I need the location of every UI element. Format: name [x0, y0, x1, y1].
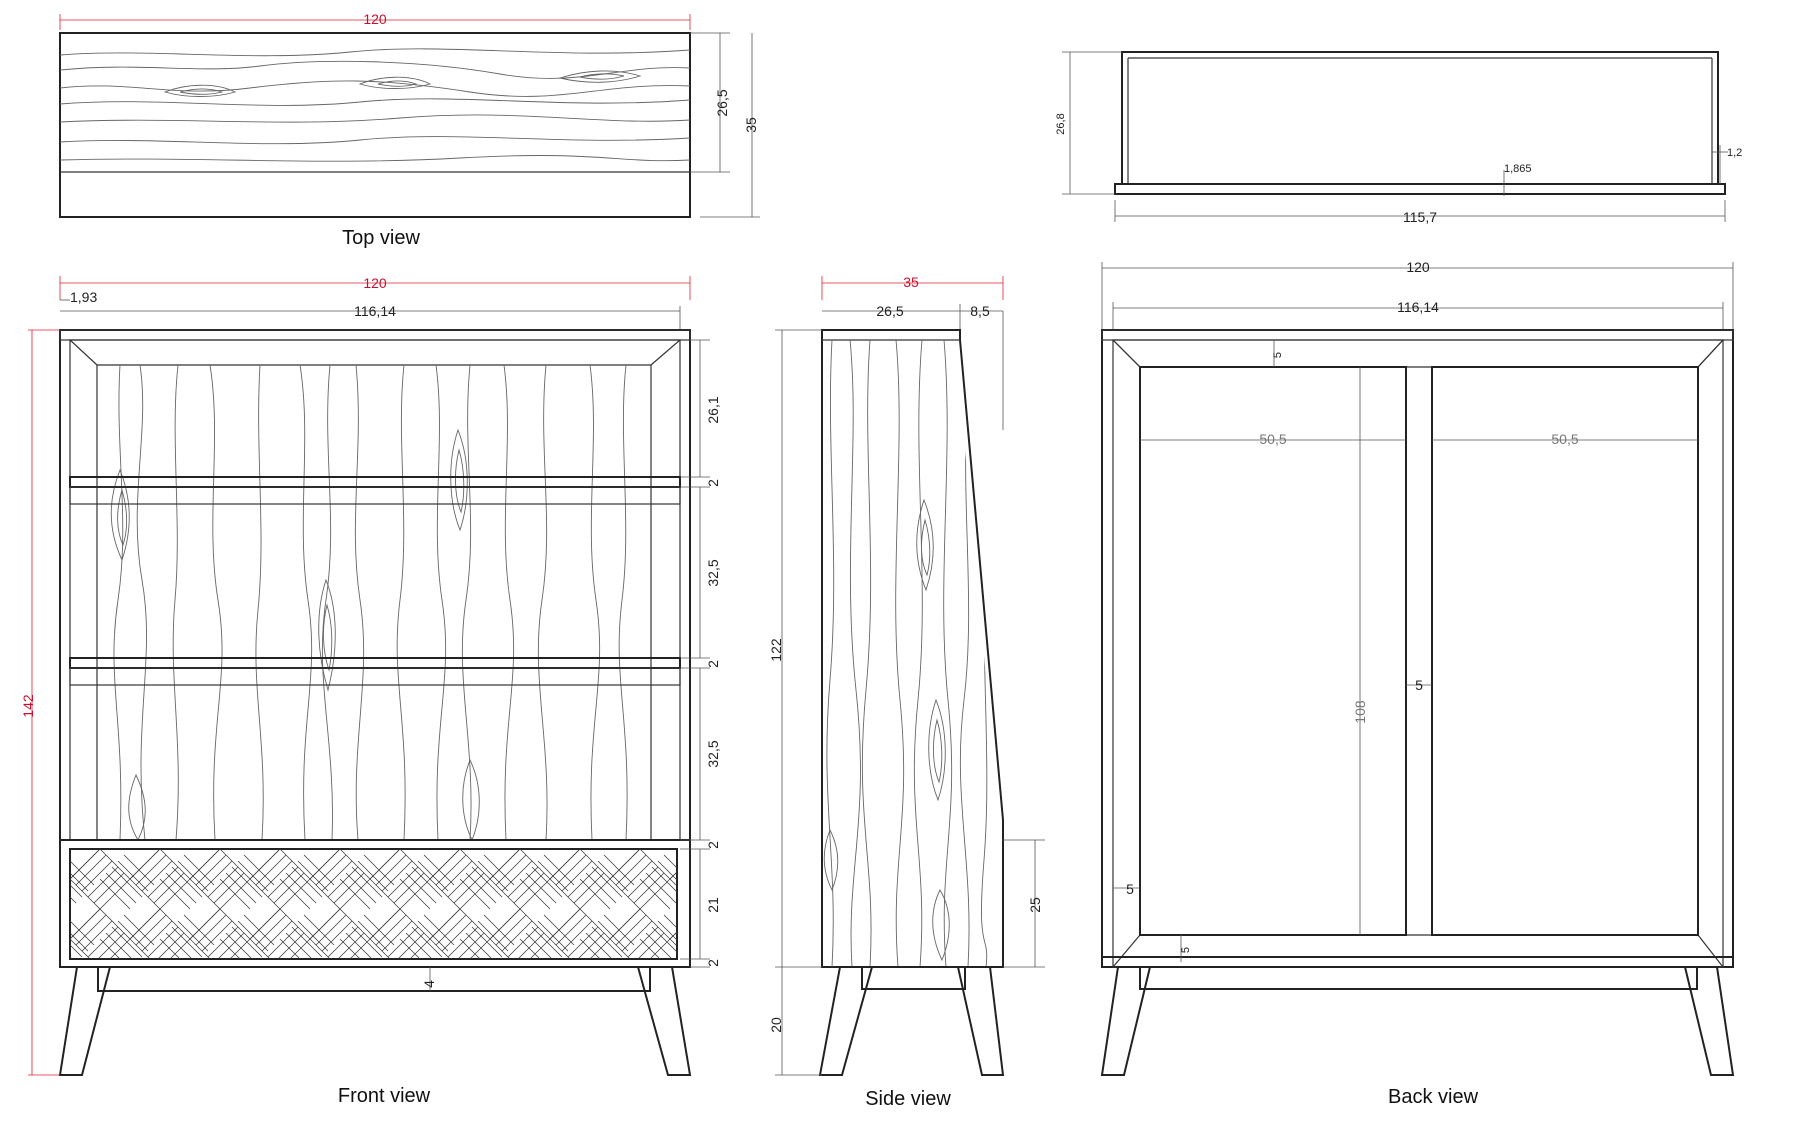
side-leg-back: [956, 966, 1005, 1076]
board-1-dim: 2: [705, 479, 721, 487]
back-carcass: [1101, 329, 1734, 968]
back-leg-right: [1683, 966, 1735, 1076]
side-body: [821, 329, 1004, 968]
back-panel-left: [1139, 366, 1407, 936]
side-plinth: [861, 966, 966, 990]
side-view-title: Side view: [865, 1088, 951, 1110]
back-top-height-dim: 26,8: [1055, 113, 1067, 134]
top-wood-grain: [60, 48, 690, 162]
side-depth-dim: 35: [903, 274, 919, 290]
back-leg-left: [1100, 966, 1152, 1076]
board-3-dim: 2: [705, 841, 721, 849]
front-inner-width-dim: 116,14: [354, 303, 396, 319]
shelf-1: [69, 476, 681, 488]
front-leg-left: [58, 966, 112, 1076]
back-inner-width-dim: 116,14: [1397, 299, 1439, 315]
plinth-height-dim: 4: [421, 980, 437, 988]
front-view-title: Front view: [338, 1085, 431, 1107]
side-leg-front: [818, 966, 874, 1076]
back-top-base: [1114, 183, 1726, 195]
back-frame-side-dim: 5: [1126, 881, 1134, 897]
front-width-dim: 120: [363, 275, 387, 291]
top-outline: [59, 32, 691, 218]
back-left-panel-width-dim: 50,5: [1259, 431, 1286, 447]
top-width-dim: 120: [363, 11, 387, 27]
board-4-dim: 2: [705, 959, 721, 967]
front-plinth: [97, 966, 651, 992]
back-right-panel-width-dim: 50,5: [1551, 431, 1578, 447]
drawer-height-dim: 21: [705, 897, 721, 913]
side-wood-grain: [823, 340, 988, 968]
back-panel-height-dim: 108: [1352, 700, 1368, 724]
back-frame-top-dim: 5: [1272, 352, 1284, 358]
back-view: 120 116,14 50,5 50,5 108 5 5 5: [1100, 259, 1735, 1108]
back-top-box: [1121, 51, 1719, 185]
back-width-dim: 120: [1406, 259, 1430, 275]
drawer-herringbone-pattern: [70, 849, 677, 959]
shelf-2: [69, 657, 681, 669]
shelf-2-height-dim: 32,5: [705, 559, 721, 586]
front-inset-dim: 1,93: [70, 289, 97, 305]
side-leg-height-dim: 20: [768, 1017, 784, 1033]
back-frame-bottom-dim: 5: [1180, 947, 1192, 953]
top-total-depth-dim: 35: [743, 117, 759, 133]
front-right-dims: [680, 339, 710, 968]
front-leg-right: [636, 966, 692, 1076]
shelf-3-height-dim: 32,5: [705, 740, 721, 767]
front-carcass: [59, 329, 691, 968]
back-top-offset-dim: 1,865: [1504, 163, 1532, 175]
front-height-dim: 142: [20, 694, 36, 718]
side-view: 35 26,5 8,5 122: [768, 274, 1045, 1110]
back-view-title: Back view: [1388, 1086, 1479, 1108]
front-back-panel-grain: [110, 365, 628, 840]
back-mullion-dim: 5: [1415, 677, 1423, 693]
top-view: 120 26,5 35 Top view: [59, 11, 760, 249]
side-top-depth-dim: 26,5: [876, 303, 903, 319]
back-top-view: 26,8 115,7 1,2 1,865: [1055, 51, 1742, 225]
top-inner-depth-dim: 26,5: [714, 89, 730, 116]
front-drawer: [69, 848, 678, 960]
back-panel-right: [1431, 366, 1699, 936]
board-2-dim: 2: [705, 660, 721, 668]
front-view: 120 116,14 1,93: [20, 275, 721, 1107]
side-slope-dim: 8,5: [970, 303, 990, 319]
side-lower-depth-dim: 25: [1027, 897, 1043, 913]
back-plinth: [1139, 966, 1698, 990]
shelf-1-height-dim: 26,1: [705, 396, 721, 423]
back-top-width-dim: 115,7: [1403, 209, 1437, 225]
top-view-title: Top view: [342, 227, 420, 249]
side-body-height-dim: 122: [768, 638, 784, 662]
back-top-thickness-dim: 1,2: [1727, 147, 1742, 159]
